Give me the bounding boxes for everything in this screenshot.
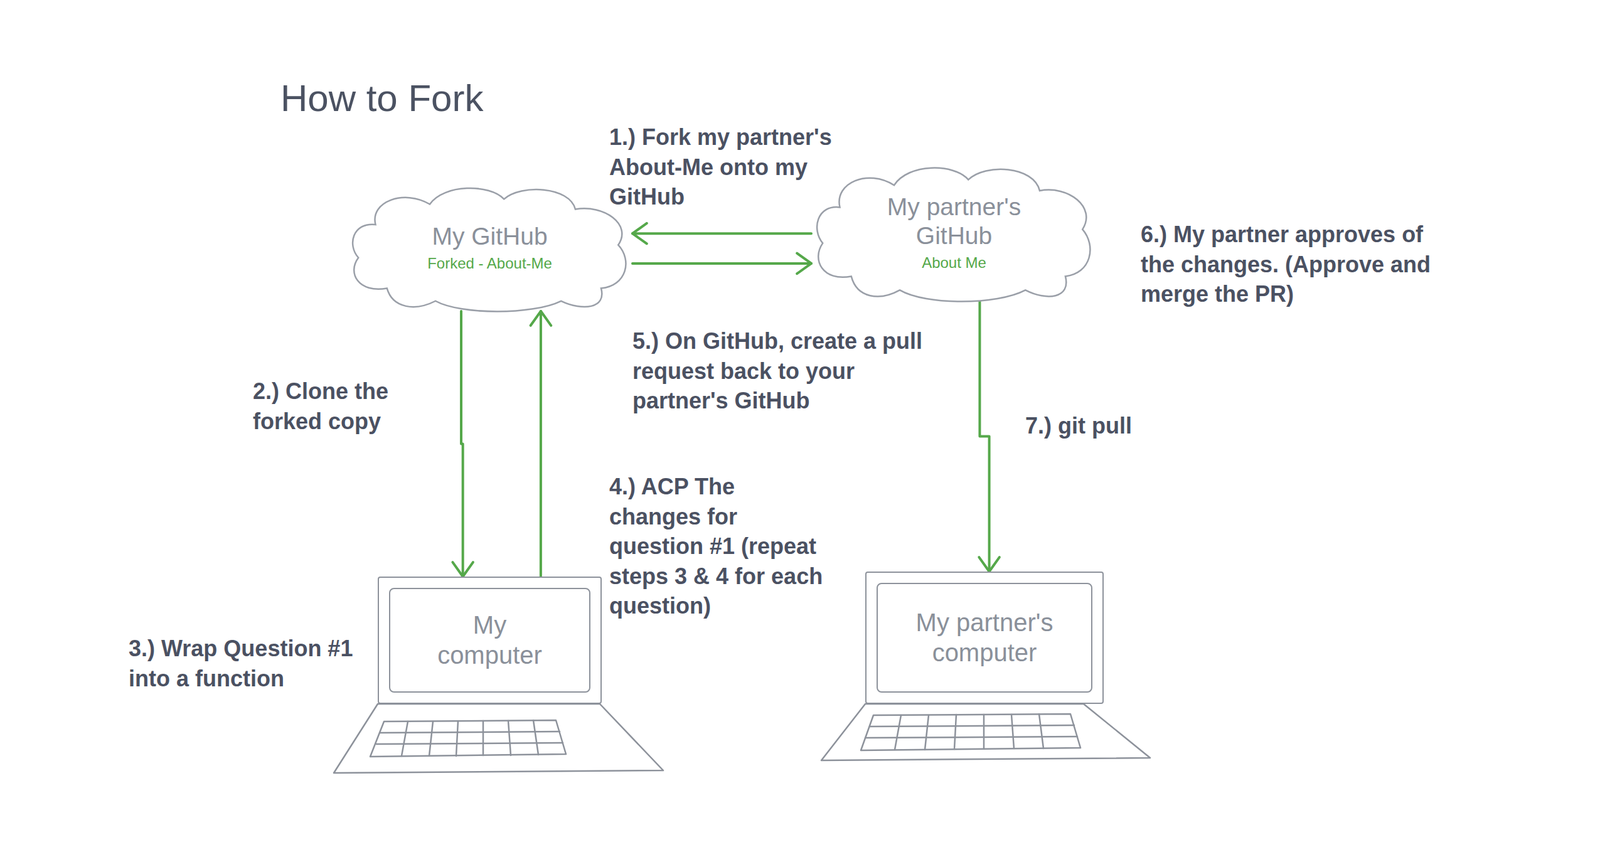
node-title: My GitHub xyxy=(431,222,548,251)
flow-arrow xyxy=(632,223,812,245)
computer-screen: My computer xyxy=(377,576,602,704)
step-note: 4.) ACP The changes for question #1 (rep… xyxy=(609,471,826,622)
repo-name: About Me xyxy=(921,254,987,272)
step-note: 7.) git pull xyxy=(1025,410,1183,442)
arrowhead xyxy=(632,223,647,245)
keyboard xyxy=(370,720,566,757)
flow-arrow xyxy=(978,301,1000,572)
step-note: 3.) Wrap Question #1 into a function xyxy=(128,633,361,694)
flow-line xyxy=(632,232,812,235)
step-note: 5.) On GitHub, create a pull request bac… xyxy=(632,326,934,416)
cloud-outline xyxy=(816,168,1090,302)
arrowhead xyxy=(530,311,552,326)
repo-name: Forked - About-Me xyxy=(427,254,553,273)
arrowhead xyxy=(452,562,474,577)
arrowhead xyxy=(796,253,812,275)
flow-line xyxy=(461,311,464,577)
laptop-base xyxy=(821,704,1151,761)
arrowhead xyxy=(978,557,1000,572)
flow-line xyxy=(632,262,812,265)
node-title: My partner's GitHub xyxy=(866,192,1043,251)
cloud-outline xyxy=(352,188,626,312)
node-title: My computer xyxy=(427,610,553,670)
step-note: 1.) Fork my partner's About-Me onto my G… xyxy=(609,122,873,213)
screen-bezel xyxy=(876,582,1093,693)
keyboard-keys xyxy=(894,714,1044,750)
keyboard xyxy=(860,714,1081,751)
flow-arrow xyxy=(530,311,552,577)
computer-screen: My partner's computer xyxy=(865,571,1104,704)
laptop-base xyxy=(333,704,664,774)
flow-line xyxy=(539,311,543,577)
step-note: 2.) Clone the forked copy xyxy=(252,376,442,437)
node-title: My partner's computer xyxy=(890,608,1079,667)
cloud-node: My partner's GitHubAbout Me xyxy=(811,163,1097,302)
flow-arrow xyxy=(452,311,474,577)
flow-arrow xyxy=(632,253,812,275)
flow-line xyxy=(979,301,989,572)
laptop-base xyxy=(821,704,1151,761)
step-note: 6.) My partner approves of the changes. … xyxy=(1140,219,1442,310)
diagram-title: How to Fork xyxy=(280,76,484,120)
cloud-node: My GitHubForked - About-Me xyxy=(346,183,633,312)
keyboard-keys xyxy=(401,720,539,757)
laptop-base xyxy=(333,704,664,774)
screen-bezel xyxy=(389,587,591,693)
